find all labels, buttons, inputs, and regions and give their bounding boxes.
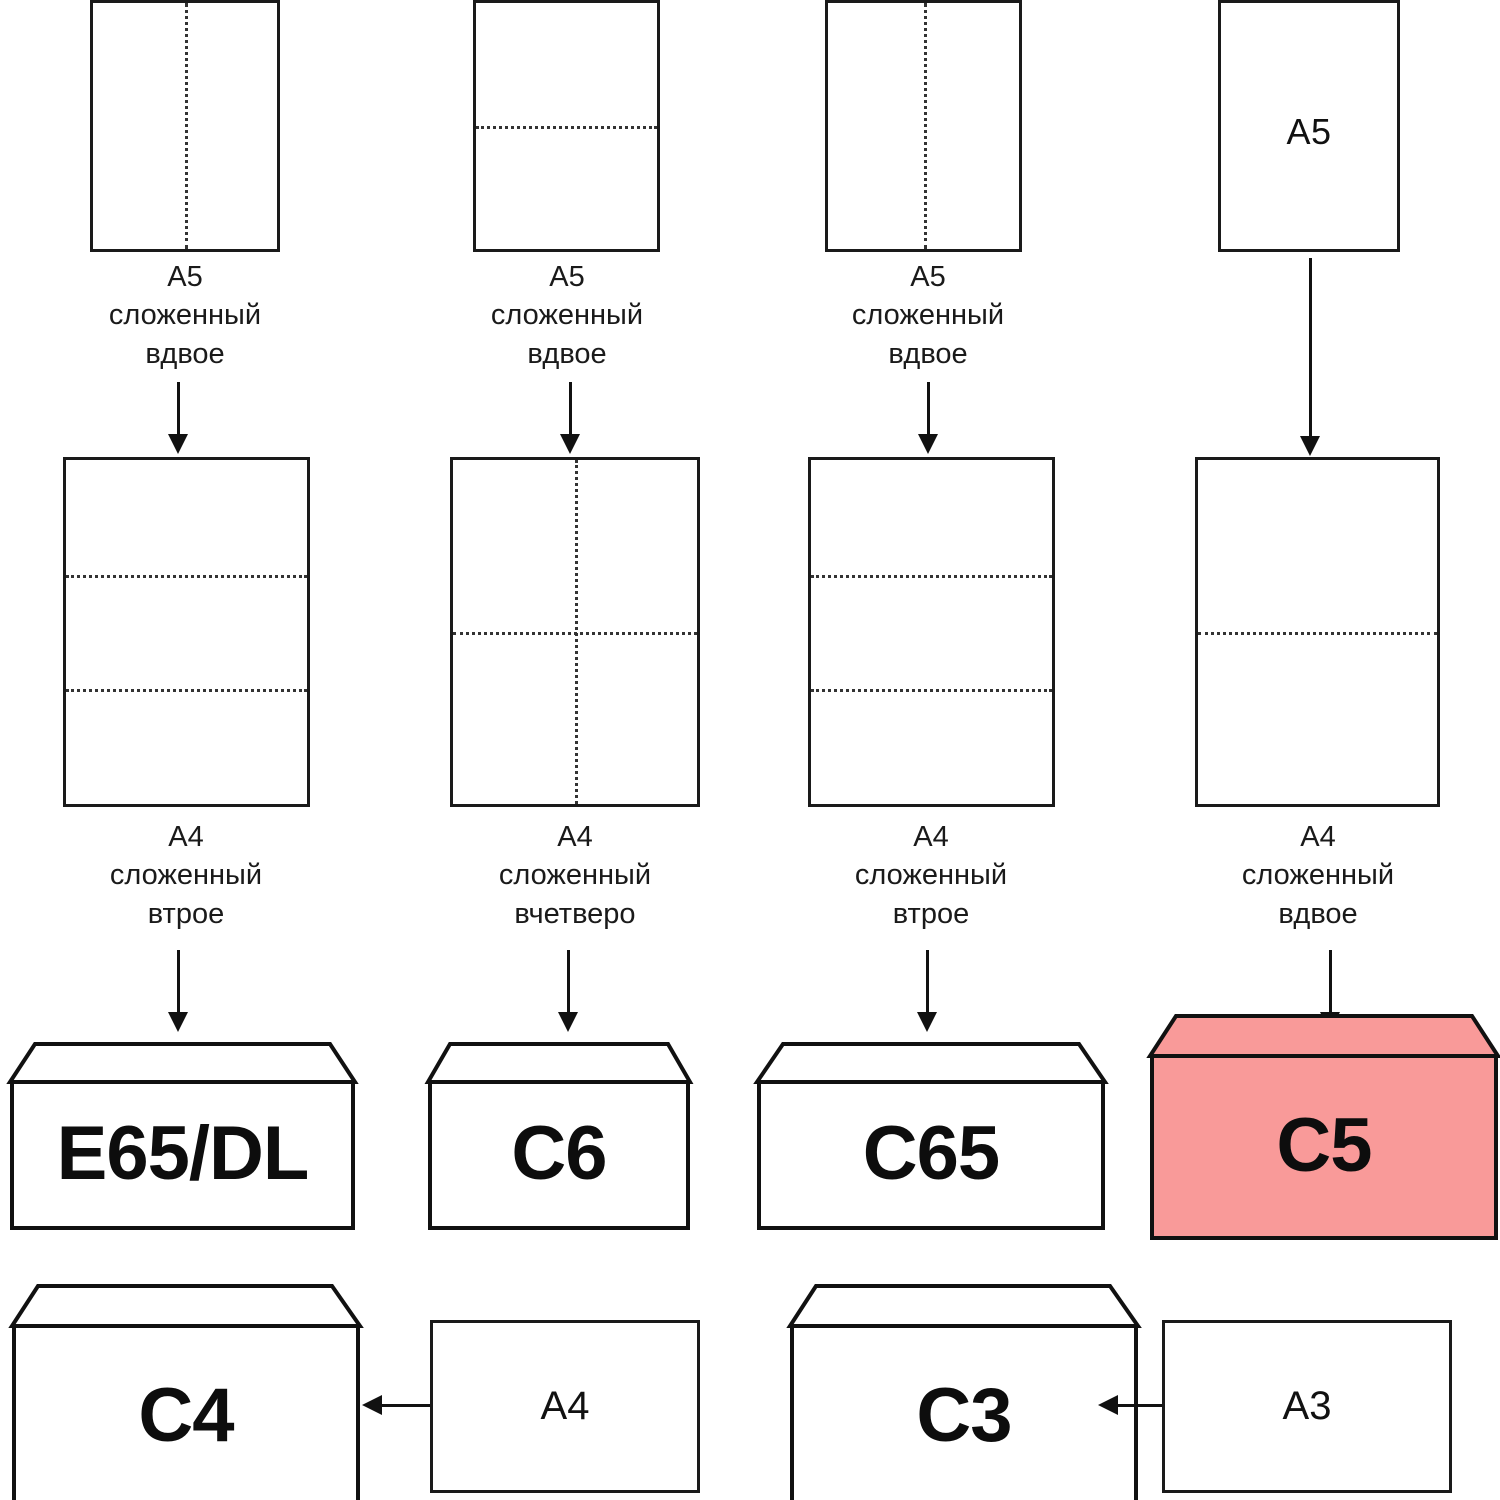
paper-a3-bottom: А3 — [1162, 1320, 1452, 1493]
envelope-c3-label: C3 — [916, 1373, 1012, 1458]
envelope-c6[interactable]: C6 — [424, 1038, 694, 1230]
envelope-shape-highlighted — [1146, 1014, 1500, 1240]
fold-line-vertical — [185, 3, 188, 249]
paper-a4-col2 — [450, 457, 700, 807]
fold-line-vertical — [923, 3, 927, 249]
envelope-c5[interactable]: C5 — [1146, 1010, 1500, 1242]
caption-a4-fold-col1: А4 сложенный втрое — [109, 821, 263, 930]
envelope-e65-dl-label: E65/DL — [56, 1111, 310, 1196]
paper-a5-col1 — [90, 0, 280, 252]
paper-a4-col4 — [1195, 457, 1440, 807]
paper-a4-col3 — [808, 457, 1055, 807]
paper-a4-bottom: А4 — [430, 1320, 700, 1493]
envelope-c65[interactable]: C65 — [753, 1038, 1109, 1230]
envelope-c4-label: C4 — [138, 1373, 234, 1458]
envelope-c6-label: C6 — [511, 1111, 607, 1196]
paper-a5-col2 — [473, 0, 660, 252]
caption-a4-fold-col4: А4 сложенный вдвое — [1241, 821, 1395, 930]
envelope-shape — [6, 1042, 359, 1230]
envelope-e65-dl[interactable]: E65/DL — [6, 1038, 359, 1230]
caption-a4-fold-col2: А4 сложенный вчетверо — [498, 821, 652, 930]
envelope-shape — [8, 1284, 364, 1500]
paper-a4-col1 — [63, 457, 310, 807]
paper-a4-bottom-label: А4 — [540, 1384, 590, 1428]
paper-a5-col4-label: А5 — [1286, 111, 1332, 152]
caption-a4-fold-col3: А4 сложенный втрое — [854, 821, 1008, 930]
envelope-c3[interactable]: C3 — [786, 1282, 1142, 1500]
fold-line-third-upper — [66, 574, 307, 578]
paper-a5-col3 — [825, 0, 1022, 252]
envelope-shape — [786, 1284, 1142, 1500]
envelope-c4[interactable]: C4 — [8, 1282, 364, 1500]
paper-a5-col4: А5 — [1218, 0, 1400, 252]
fold-line-third-upper — [811, 574, 1052, 578]
fold-line-horizontal — [453, 632, 697, 635]
envelope-c5-label: C5 — [1276, 1103, 1372, 1188]
envelope-c65-label: C65 — [862, 1111, 1000, 1196]
fold-line-horizontal — [1198, 632, 1437, 635]
fold-line-horizontal — [476, 126, 657, 129]
fold-line-third-lower — [811, 689, 1052, 693]
fold-line-third-lower — [66, 689, 307, 693]
caption-a5-fold-col1: А5 сложенный вдвое — [108, 261, 262, 370]
caption-a5-fold-col3: А5 сложенный вдвое — [851, 261, 1005, 370]
caption-a5-fold-col2: А5 сложенный вдвое — [490, 261, 644, 370]
envelope-shape — [753, 1042, 1109, 1230]
envelope-shape — [424, 1042, 694, 1230]
paper-a3-bottom-label: А3 — [1282, 1384, 1332, 1428]
